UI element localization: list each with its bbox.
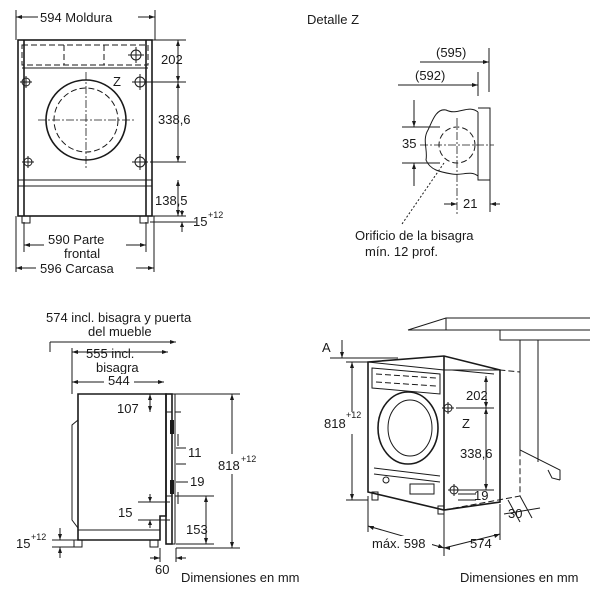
iso-dim-818-sup: +12: [346, 410, 361, 420]
iso-door-inner: [387, 399, 433, 457]
side-dim-15: 15: [118, 505, 132, 520]
front-dim-202: 202: [161, 52, 183, 67]
side-dim-555-l2: bisagra: [96, 360, 139, 375]
front-dim-138: 138,5: [155, 193, 188, 208]
front-dim-15-sup: +12: [208, 210, 223, 220]
iso-label-z: Z: [462, 416, 470, 431]
detail-dim-592: (592): [415, 68, 445, 83]
iso-dim-338: 338,6: [460, 446, 493, 461]
side-dim-555-l1: 555 incl.: [86, 346, 134, 361]
detail-dim-595: (595): [436, 45, 466, 60]
front-dim-338: 338,6: [158, 112, 191, 127]
front-fix-mark-z: [132, 74, 148, 90]
detail-leader: [401, 162, 445, 225]
iso-dim-max598: máx. 598: [372, 536, 425, 551]
iso-dim-202: 202: [466, 388, 488, 403]
side-dim-15b: 15: [16, 536, 30, 551]
front-fix-mark-bl: [22, 156, 34, 168]
side-dim-107: 107: [117, 401, 139, 416]
side-dim-574-l1: 574 incl. bisagra y puerta: [46, 310, 192, 325]
detail-dim-21: 21: [463, 196, 477, 211]
iso-view: A 202 Z: [322, 317, 590, 585]
iso-dim-30: 30: [508, 506, 522, 521]
front-fix-mark-br: [132, 154, 148, 170]
detail-break-outline: [424, 108, 479, 177]
front-dim-590-l2: frontal: [64, 246, 100, 261]
iso-dim-818: 818: [324, 416, 346, 431]
front-machine-body: [17, 39, 153, 217]
side-dim-544: 544: [108, 373, 130, 388]
front-dim-590-l1: 590 Parte: [48, 232, 104, 247]
iso-door-outer: [377, 391, 439, 465]
front-fix-mark-tr: [128, 47, 144, 63]
iso-hinge-mark: [442, 402, 454, 414]
side-dim-60: 60: [155, 562, 169, 577]
side-view: 574 incl. bisagra y puerta del mueble 55…: [16, 310, 300, 585]
detail-dim-35: 35: [402, 136, 416, 151]
front-view: 594 Moldura: [15, 10, 223, 276]
front-dim-596: 596 Carcasa: [40, 261, 114, 276]
iso-dim-574: 574: [470, 536, 492, 551]
side-door-panel: [165, 393, 173, 545]
iso-units: Dimensiones en mm: [460, 570, 579, 585]
front-dim-moldura: 594 Moldura: [40, 10, 113, 25]
side-dim-19: 19: [190, 474, 204, 489]
side-dim-818: 818: [218, 458, 240, 473]
front-top-panel: [21, 44, 149, 66]
side-dim-15b-sup: +12: [31, 532, 46, 542]
iso-label-a: A: [322, 340, 331, 355]
front-fix-mark-l: [20, 76, 32, 88]
side-dim-11: 11: [188, 445, 202, 460]
side-dim-818-sup: +12: [241, 454, 256, 464]
detail-note-l1: Orificio de la bisagra: [355, 228, 474, 243]
side-dim-574-l2: del mueble: [88, 324, 152, 339]
side-dim-153: 153: [186, 522, 208, 537]
detail-note-l2: mín. 12 prof.: [365, 244, 438, 259]
side-units: Dimensiones en mm: [181, 570, 300, 585]
iso-dim-19: 19: [474, 488, 488, 503]
front-dim-15: 15: [193, 214, 207, 229]
detail-z-title: Detalle Z: [307, 12, 359, 27]
detail-z-view: Detalle Z (595) (592) 35 21 Orificio de: [307, 12, 500, 259]
front-label-z: Z: [113, 74, 121, 89]
